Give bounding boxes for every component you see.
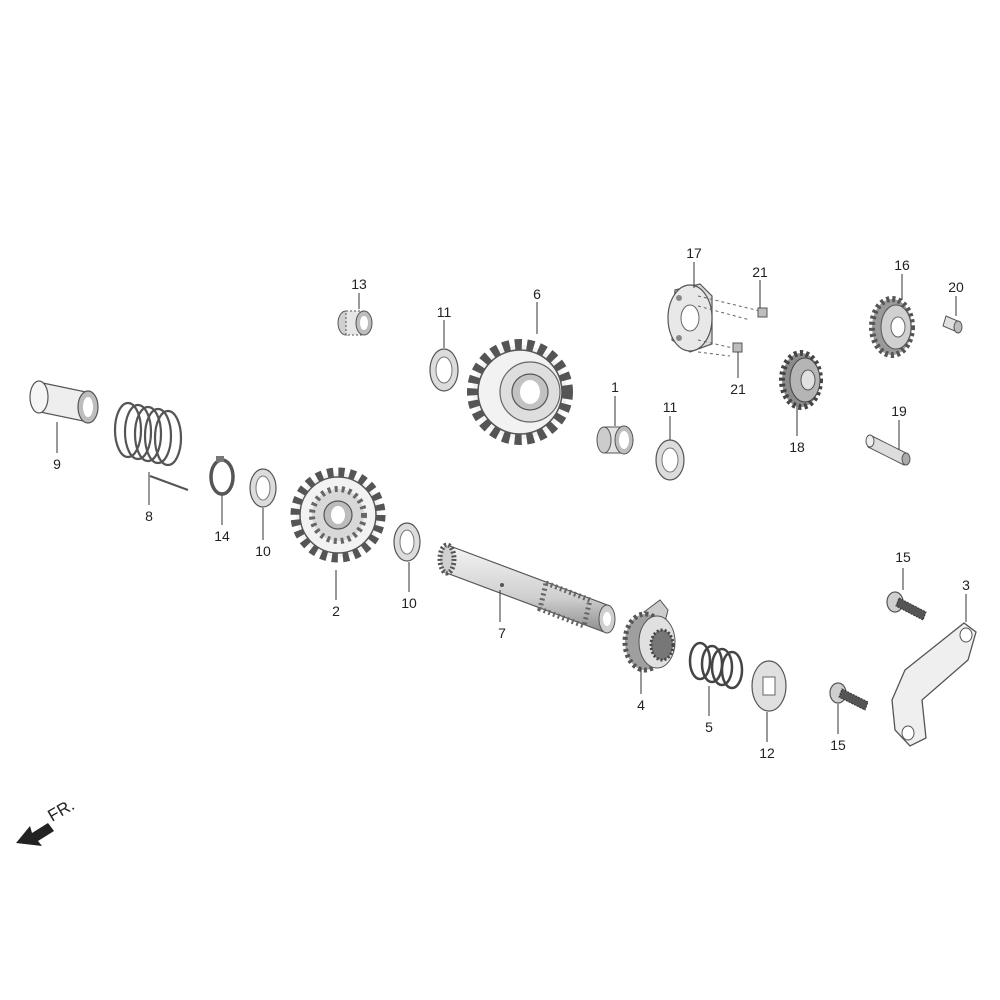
part-13-needle-bearing	[337, 310, 373, 336]
callout-20: 20	[948, 279, 964, 295]
callout-1: 1	[611, 379, 619, 395]
callout-18: 18	[789, 439, 805, 455]
callout-21-upper: 21	[752, 264, 768, 280]
callout-8: 8	[145, 508, 153, 524]
callout-16: 16	[894, 257, 910, 273]
part-16-friction-gear	[869, 296, 915, 358]
part-8-coil-spring	[113, 401, 189, 491]
front-direction-arrow-icon	[16, 823, 54, 846]
callout-3: 3	[962, 577, 970, 593]
callout-11-lower: 11	[663, 399, 678, 415]
callout-9: 9	[53, 456, 61, 472]
part-18-ratchet-gear	[779, 350, 823, 410]
part-11-washer-lower	[655, 439, 685, 481]
part-7-shaft	[437, 542, 616, 634]
part-1-bushing	[596, 425, 634, 455]
callout-2: 2	[332, 603, 340, 619]
part-15-bolt-lower	[829, 682, 869, 711]
part-10-washer-left	[249, 468, 277, 508]
callout-10-right: 10	[401, 595, 417, 611]
callout-5: 5	[705, 719, 713, 735]
part-21-bolt-upper	[757, 307, 768, 318]
front-direction-label: FR.	[45, 795, 78, 825]
callout-7: 7	[498, 625, 506, 641]
part-3-bracket	[891, 622, 977, 747]
callout-15-lower: 15	[830, 737, 846, 753]
callout-17: 17	[686, 245, 702, 261]
part-17-guide-plate	[667, 283, 761, 357]
callout-12: 12	[759, 745, 775, 761]
callout-13: 13	[351, 276, 367, 292]
callout-21-lower: 21	[730, 381, 746, 397]
callout-6: 6	[533, 286, 541, 302]
callout-19: 19	[891, 403, 907, 419]
part-12-washer	[751, 660, 787, 712]
callout-11-upper: 11	[437, 304, 452, 320]
part-2-gear	[290, 467, 386, 563]
part-6-large-gear	[467, 339, 573, 445]
part-10-washer-right	[393, 522, 421, 562]
callout-14: 14	[214, 528, 230, 544]
leader-lines	[56, 262, 967, 742]
part-5-spring	[688, 641, 744, 690]
callout-15-upper: 15	[895, 549, 911, 565]
part-4-ratchet	[622, 599, 676, 673]
part-9-sleeve	[29, 380, 99, 424]
part-21-bolt-lower	[732, 342, 743, 353]
part-11-washer-upper	[429, 348, 459, 392]
callout-labels: 9 8 14 10 2 13 11 6 1 11 17 21 21 18 16 …	[53, 245, 970, 761]
part-19-pin	[865, 434, 911, 466]
part-15-bolt-upper	[886, 591, 927, 621]
callout-10-left: 10	[255, 543, 271, 559]
part-14-circlip	[209, 456, 235, 496]
callout-4: 4	[637, 697, 645, 713]
part-20-pin	[942, 315, 963, 334]
